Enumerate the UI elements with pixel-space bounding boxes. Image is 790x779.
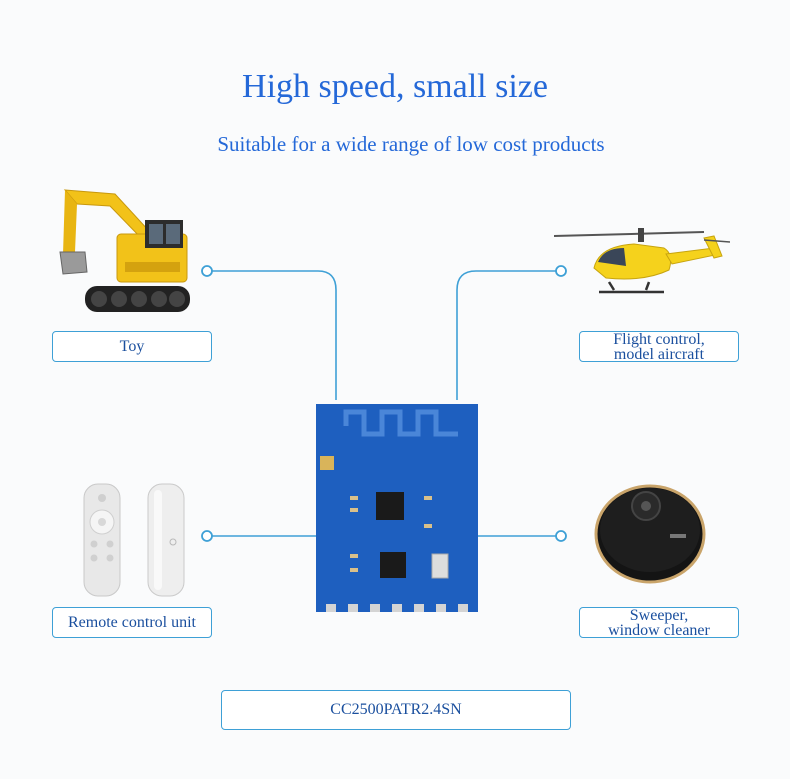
page-title: High speed, small size [242,68,548,105]
excavator-icon [59,189,190,312]
label-flight-line2: model aircraft [613,345,705,363]
label-remote-control: Remote control unit [52,607,212,638]
label-sweeper-line2: window cleaner [608,621,710,639]
label-sweeper: Sweeper, window cleaner [579,607,739,638]
helicopter-icon [554,228,730,294]
robot-vacuum-icon [594,484,706,584]
label-flight-control: Flight control, model aircraft [579,331,739,362]
label-toy-text: Toy [119,338,145,355]
module-name-label: CC2500PATR2.4SN [221,690,571,730]
label-flight-line1: Flight control, [613,330,705,348]
label-remote-text: Remote control unit [68,614,196,631]
page-subtitle: Suitable for a wide range of low cost pr… [217,132,605,156]
label-sweeper-line1: Sweeper, [629,606,689,624]
label-toy: Toy [52,331,212,362]
rf-module-icon [316,404,478,612]
remote-control-icon [83,483,185,597]
